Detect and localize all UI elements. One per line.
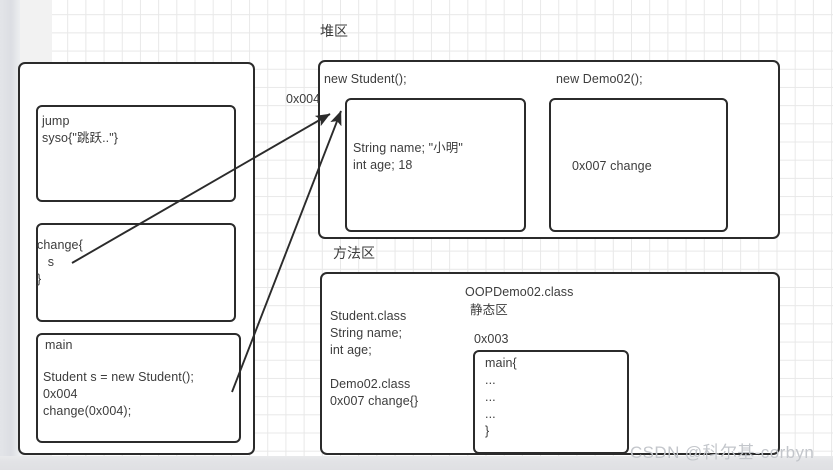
stack-frame-main-title: main: [45, 338, 73, 352]
csdn-watermark: CSDN @科尔基-corbyn: [630, 443, 815, 462]
heap-object-demo02-box[interactable]: [549, 98, 728, 232]
window-bottom-strip: [0, 456, 833, 470]
stack-to-heap-address-label: 0x004: [286, 92, 321, 106]
stack-frame-main-text: Student s = new Student(); 0x004 change(…: [43, 370, 194, 418]
method-area-main-box[interactable]: [473, 350, 629, 454]
heap-object-demo02-caption: new Demo02();: [556, 72, 643, 86]
method-area-static-address: 0x003: [474, 332, 509, 346]
method-area-label: 方法区: [333, 245, 375, 261]
stack-frame-main[interactable]: [36, 333, 241, 443]
heap-area-label: 堆区: [320, 23, 348, 39]
window-left-rail: [0, 0, 20, 470]
stack-frame-change-text: change{ s }: [37, 238, 83, 286]
method-area-main-text: main{ ... ... ... }: [485, 356, 517, 438]
heap-object-student-fields: String name; "小明" int age; 18: [353, 141, 463, 172]
heap-object-student-caption: new Student();: [324, 72, 407, 86]
method-area-static-label: 静态区: [470, 303, 508, 317]
method-area-oopdemo-class: OOPDemo02.class: [465, 285, 574, 299]
method-area-class-list: Student.class String name; int age; Demo…: [330, 309, 419, 408]
stack-frame-jump-text: jump syso{"跳跃.."}: [42, 114, 119, 145]
heap-object-student-box[interactable]: [345, 98, 526, 232]
heap-object-demo02-body: 0x007 change: [572, 159, 652, 173]
